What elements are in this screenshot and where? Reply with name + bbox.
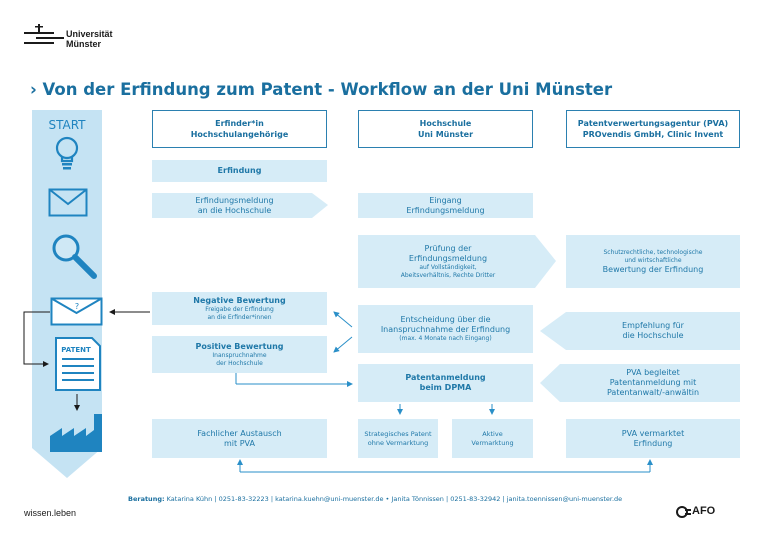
footer-contact-text: Katarina Kühn | 0251-83-32223 | katarina… — [167, 495, 623, 503]
box-sub2: der Hochschule — [152, 360, 327, 368]
box-aktiv: Aktive Vermarktung — [452, 419, 533, 458]
box-line2: ohne Vermarktung — [358, 439, 438, 448]
box-sub2: an die Erfinder*innen — [152, 314, 327, 322]
box-line1: Empfehlung für — [566, 321, 740, 331]
afo-text: AFO — [692, 505, 715, 517]
box-title: Negative Bewertung — [152, 296, 327, 306]
box-line: Bewertung der Erfindung — [566, 265, 740, 275]
box-line1: Prüfung der — [358, 244, 538, 254]
box-line1: Eingang — [358, 196, 533, 206]
box-line2: Vermarktung — [452, 439, 533, 448]
box-line1: Aktive — [452, 430, 533, 439]
box-line2: Erfindung — [566, 439, 740, 449]
box-line2: beim DPMA — [358, 383, 533, 393]
box-eingang: Eingang Erfindungsmeldung — [358, 193, 533, 218]
box-erfindung: Erfindung — [152, 160, 327, 182]
footer-contact: Beratung: Katarina Kühn | 0251-83-32223 … — [128, 495, 622, 503]
box-bewertung: Schutzrechtliche, technologische und wir… — [566, 235, 740, 288]
box-line1: PVA begleitet — [566, 368, 740, 378]
footer-slogan: wissen.leben — [24, 508, 76, 518]
box-sub1: Schutzrechtliche, technologische — [566, 249, 740, 257]
box-line2: Patentanmeldung mit — [566, 378, 740, 388]
box-line1: PVA vermarktet — [566, 429, 740, 439]
box-pva-vermarktet: PVA vermarktet Erfindung — [566, 419, 740, 458]
box-entscheidung: Entscheidung über die Inanspruchnahme de… — [358, 305, 533, 353]
box-sub: (max. 4 Monate nach Eingang) — [358, 335, 533, 343]
box-sub1: Inanspruchnahme — [152, 352, 327, 360]
box-line3: Patentanwalt/-anwältin — [566, 388, 740, 398]
box-line2: Inanspruchnahme der Erfindung — [358, 325, 533, 335]
box-line1: Patentanmeldung — [358, 373, 533, 383]
box-line2: mit PVA — [152, 439, 327, 449]
box-line1: Strategisches Patent — [358, 430, 438, 439]
box-title: Positive Bewertung — [152, 342, 327, 352]
box-line2: die Hochschule — [566, 331, 740, 341]
box-sub2: Abeitsverhältnis, Rechte Dritter — [358, 272, 538, 280]
afo-logo: AFO — [676, 505, 746, 519]
box-positiv: Positive Bewertung Inanspruchnahme der H… — [152, 336, 327, 373]
box-line1: Erfindungsmeldung — [152, 196, 317, 206]
box-pva-begleitet: PVA begleitet Patentanmeldung mit Patent… — [566, 364, 740, 402]
box-text: Erfindung — [152, 166, 327, 176]
box-pruefung: Prüfung der Erfindungsmeldung auf Vollst… — [358, 235, 538, 288]
box-austausch: Fachlicher Austausch mit PVA — [152, 419, 327, 458]
box-line2: Erfindungsmeldung — [358, 254, 538, 264]
box-strategisch: Strategisches Patent ohne Vermarktung — [358, 419, 438, 458]
box-empfehlung: Empfehlung für die Hochschule — [566, 312, 740, 350]
box-erfindungsmeldung: Erfindungsmeldung an die Hochschule — [152, 193, 317, 218]
box-sub1: auf Vollständigkeit, — [358, 264, 538, 272]
box-sub2: und wirtschaftliche — [566, 257, 740, 265]
box-negativ: Negative Bewertung Freigabe der Erfindun… — [152, 292, 327, 325]
box-line2: an die Hochschule — [152, 206, 317, 216]
box-line1: Fachlicher Austausch — [152, 429, 327, 439]
footer-label: Beratung: — [128, 495, 165, 503]
afo-mark-icon — [676, 506, 692, 518]
box-sub1: Freigabe der Erfindung — [152, 306, 327, 314]
box-line2: Erfindungsmeldung — [358, 206, 533, 216]
box-line1: Entscheidung über die — [358, 315, 533, 325]
box-patentanmeldung: Patentanmeldung beim DPMA — [358, 364, 533, 402]
